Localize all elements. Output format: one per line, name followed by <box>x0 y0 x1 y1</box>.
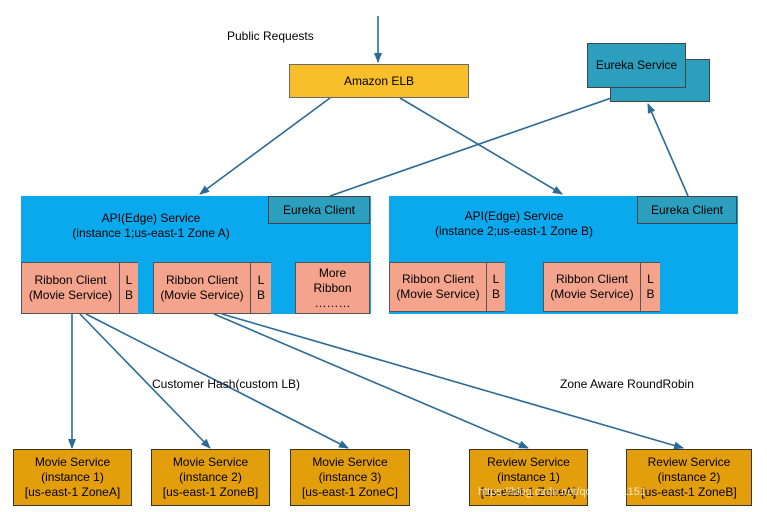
ribbon-client-3-text: Ribbon Client (Movie Service) <box>390 263 486 311</box>
public-requests-label: Public Requests <box>227 29 314 43</box>
lb-b: B <box>646 287 655 301</box>
ribbon-client-2-text: Ribbon Client (Movie Service) <box>154 263 250 313</box>
arrow-ribbon-to-movie3 <box>85 313 349 449</box>
ribbon-client-4-line1: Ribbon Client <box>555 272 629 286</box>
api-service-2-instance: (instance 2;us-east-1 Zone B) <box>434 224 594 238</box>
more-ribbon-box: More Ribbon ……… <box>295 262 370 314</box>
more-ribbon-line1: More <box>318 265 347 280</box>
review-service-2-box: Review Service (instance 2) [us-east-1 Z… <box>626 449 752 506</box>
ribbon-client-3-line2: (Movie Service) <box>396 287 480 301</box>
ribbon-client-4-box: Ribbon Client (Movie Service) L B <box>543 262 660 312</box>
review-service-1-box: Review Service (instance 1) [us-east-1 Z… <box>469 449 588 506</box>
eureka-client-1-box: Eureka Client <box>268 196 370 224</box>
eureka-service-label: Eureka Service <box>595 58 678 72</box>
movie-service-2-name: Movie Service <box>172 455 249 469</box>
arrow-ribbon2-to-review1 <box>213 313 529 449</box>
review-service-1-name: Review Service <box>487 455 570 469</box>
movie-service-1-zone: [us-east-1 ZoneA] <box>24 485 121 499</box>
eureka-client-1-label: Eureka Client <box>282 202 356 217</box>
lb-l: L <box>125 273 133 287</box>
watermark-text: https://blog.csdn.net/qq_41331151 <box>478 486 646 498</box>
amazon-elb-label: Amazon ELB <box>343 73 415 88</box>
lb-l: L <box>647 272 654 286</box>
review-service-2-name: Review Service <box>647 455 731 469</box>
eureka-client-2-label: Eureka Client <box>650 202 724 217</box>
more-ribbon-line2: Ribbon <box>313 280 352 295</box>
ribbon-client-1-text: Ribbon Client (Movie Service) <box>22 263 119 313</box>
review-service-2-instance: (instance 2) <box>657 470 721 484</box>
arrow-ribbon2-to-review2 <box>221 313 684 450</box>
ribbon-client-3-box: Ribbon Client (Movie Service) L B <box>389 262 505 312</box>
ribbon-client-4-lb: L B <box>640 263 660 311</box>
ribbon-client-4-line2: (Movie Service) <box>550 287 634 301</box>
movie-service-3-box: Movie Service (instance 3) [us-east-1 Zo… <box>290 449 410 506</box>
api-service-2-region: API(Edge) Service (instance 2;us-east-1 … <box>389 196 738 314</box>
movie-service-1-instance: (instance 1) <box>41 470 104 484</box>
lb-l: L <box>492 272 500 286</box>
ribbon-client-1-line1: Ribbon Client <box>34 273 107 287</box>
movie-service-1-name: Movie Service <box>34 455 111 469</box>
more-ribbon-dots: ……… <box>314 295 351 310</box>
ribbon-client-2-line2: (Movie Service) <box>160 288 244 302</box>
api-service-1-title: API(Edge) Service (instance 1;us-east-1 … <box>31 208 271 244</box>
movie-service-3-instance: (instance 3) <box>318 470 382 484</box>
amazon-elb-box: Amazon ELB <box>289 64 469 98</box>
arrow-elb-to-api2 <box>399 97 563 195</box>
movie-service-3-name: Movie Service <box>312 455 388 469</box>
review-service-2-zone: [us-east-1 ZoneB] <box>641 485 737 499</box>
movie-service-2-box: Movie Service (instance 2) [us-east-1 Zo… <box>151 449 270 506</box>
arrow-client2-to-eureka <box>647 103 689 197</box>
customer-hash-label: Customer Hash(custom LB) <box>152 377 301 391</box>
lb-l: L <box>257 273 265 287</box>
arrow-ribbon-to-movie2 <box>79 313 211 449</box>
arrow-elb-to-api1 <box>199 97 331 195</box>
ribbon-client-1-lb: L B <box>119 263 138 313</box>
eureka-client-2-box: Eureka Client <box>637 196 737 224</box>
review-service-1-zone: [us-east-1 ZoneA] <box>480 485 577 499</box>
ribbon-client-1-box: Ribbon Client (Movie Service) L B <box>21 262 138 314</box>
movie-service-2-zone: [us-east-1 ZoneB] <box>162 485 259 499</box>
lb-b: B <box>256 288 265 302</box>
review-service-1-instance: (instance 1) <box>497 470 560 484</box>
api-service-1-region: API(Edge) Service (instance 1;us-east-1 … <box>21 196 371 314</box>
ribbon-client-4-text: Ribbon Client (Movie Service) <box>544 263 640 311</box>
api-service-1-instance: (instance 1;us-east-1 Zone A) <box>72 226 230 240</box>
api-service-2-title: API(Edge) Service (instance 2;us-east-1 … <box>394 206 634 242</box>
movie-service-2-instance: (instance 2) <box>179 470 242 484</box>
api-service-2-name: API(Edge) Service <box>464 209 564 223</box>
api-service-1-name: API(Edge) Service <box>101 211 201 225</box>
zone-aware-label: Zone Aware RoundRobin <box>560 377 694 391</box>
ribbon-client-3-line1: Ribbon Client <box>401 272 475 286</box>
ribbon-client-2-line1: Ribbon Client <box>165 273 239 287</box>
lb-b: B <box>124 288 133 302</box>
lb-b: B <box>491 287 500 301</box>
movie-service-3-zone: [us-east-1 ZoneC] <box>301 485 399 499</box>
ribbon-client-2-box: Ribbon Client (Movie Service) L B <box>153 262 271 314</box>
ribbon-client-1-line2: (Movie Service) <box>28 288 113 302</box>
ribbon-client-2-lb: L B <box>250 263 271 313</box>
movie-service-1-box: Movie Service (instance 1) [us-east-1 Zo… <box>13 449 132 506</box>
ribbon-client-3-lb: L B <box>486 263 505 311</box>
eureka-service-box: Eureka Service <box>587 43 686 88</box>
arrow-client1-to-eureka <box>329 87 641 197</box>
